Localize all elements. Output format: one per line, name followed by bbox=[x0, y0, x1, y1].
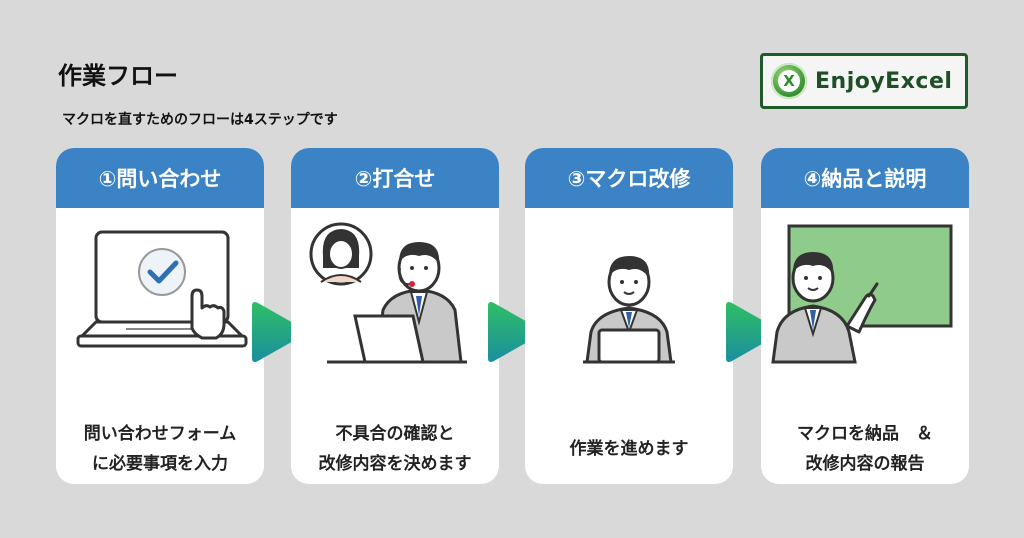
step-text-1-line1: 問い合わせフォーム bbox=[83, 424, 237, 444]
arrow-right-icon bbox=[252, 302, 304, 362]
laptop-check-icon bbox=[56, 212, 264, 412]
logo-text: EnjoyExcel bbox=[815, 68, 953, 94]
presentation-icon bbox=[761, 212, 969, 412]
step-text-2-line2: 改修内容を決めます bbox=[318, 454, 472, 474]
logo-mark-letter: X bbox=[778, 70, 800, 92]
step-text-4-line2: 改修内容の報告 bbox=[805, 454, 925, 474]
step-text-1-line2: に必要事項を入力 bbox=[92, 454, 228, 474]
step-text-2: 不具合の確認と 改修内容を決めます bbox=[291, 416, 499, 482]
step-header-3: ③マクロ改修 bbox=[525, 148, 733, 208]
arrow-right-icon bbox=[726, 302, 778, 362]
enjoyexcel-logo: X EnjoyExcel bbox=[760, 53, 968, 109]
worker-laptop-icon bbox=[525, 212, 733, 412]
excel-logo-icon: X bbox=[771, 63, 807, 99]
step-text-3: 作業を進めます bbox=[525, 416, 733, 482]
step-card-4: ④納品と説明 マクロを納品 ＆ 改修内容の報告 bbox=[761, 148, 969, 484]
step-text-4-line1: マクロを納品 ＆ bbox=[797, 424, 933, 444]
step-card-2: ②打合せ 不具合の確認と 改修内容を決めます bbox=[291, 148, 499, 484]
step-card-3: ③マクロ改修 作業を進めます bbox=[525, 148, 733, 484]
step-header-2: ②打合せ bbox=[291, 148, 499, 208]
step-text-3-line1: 作業を進めます bbox=[569, 439, 689, 459]
step-text-1: 問い合わせフォーム に必要事項を入力 bbox=[56, 416, 264, 482]
step-header-4: ④納品と説明 bbox=[761, 148, 969, 208]
step-text-2-line1: 不具合の確認と bbox=[335, 424, 455, 444]
page-title: 作業フロー bbox=[58, 62, 178, 90]
page-subtitle: マクロを直すためのフローは4ステップです bbox=[62, 112, 338, 128]
arrow-right-icon bbox=[488, 302, 540, 362]
step-header-1: ①問い合わせ bbox=[56, 148, 264, 208]
step-card-1: ①問い合わせ 問い合わせフォーム に必要事項を入力 bbox=[56, 148, 264, 484]
step-text-4: マクロを納品 ＆ 改修内容の報告 bbox=[761, 416, 969, 482]
meeting-icon bbox=[291, 212, 499, 412]
